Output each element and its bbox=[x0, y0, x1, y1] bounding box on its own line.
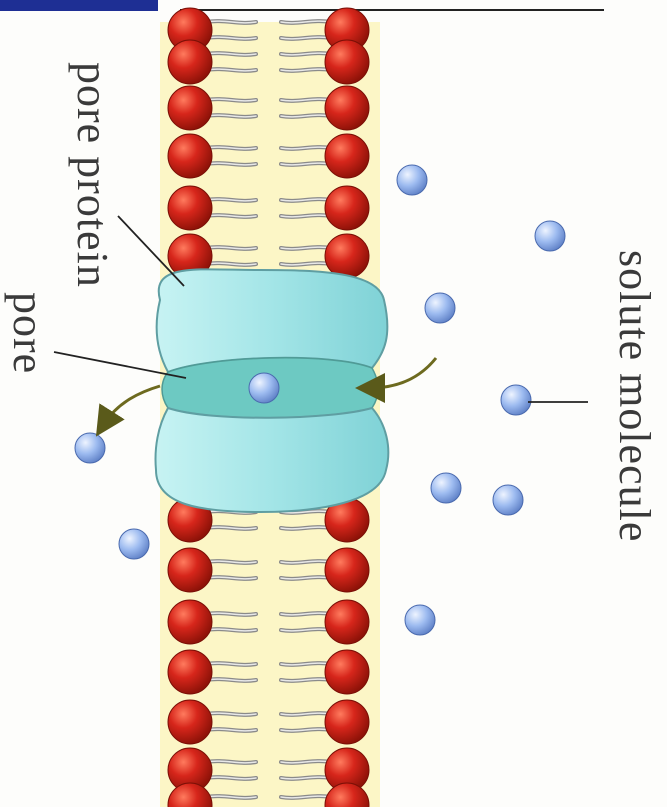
lipid-head-inner-leaflet bbox=[325, 234, 369, 278]
solute-molecule bbox=[405, 605, 435, 635]
lipid-head-inner-leaflet bbox=[325, 86, 369, 130]
lipid-head-inner-leaflet bbox=[325, 650, 369, 694]
solute-molecule bbox=[535, 221, 565, 251]
lipid-head-outer-leaflet bbox=[168, 86, 212, 130]
solute-molecule bbox=[501, 385, 531, 415]
lipid-head-inner-leaflet bbox=[325, 600, 369, 644]
lipid-head-inner-leaflet bbox=[325, 40, 369, 84]
lipid-head-outer-leaflet bbox=[168, 548, 212, 592]
solute-molecule bbox=[397, 165, 427, 195]
lipid-head-inner-leaflet bbox=[325, 186, 369, 230]
pore-label: pore bbox=[6, 292, 50, 374]
solute-molecule bbox=[425, 293, 455, 323]
pore-protein-label: pore protein bbox=[70, 62, 114, 288]
solute-molecule bbox=[119, 529, 149, 559]
lipid-head-outer-leaflet bbox=[168, 186, 212, 230]
lipid-head-outer-leaflet bbox=[168, 134, 212, 178]
pore-protein-upper-half bbox=[157, 269, 388, 372]
solute-molecule-label: solute molecule bbox=[612, 250, 656, 542]
lipid-head-outer-leaflet bbox=[168, 600, 212, 644]
solute-molecule bbox=[75, 433, 105, 463]
top-rule-line bbox=[180, 9, 604, 11]
lipid-head-outer-leaflet bbox=[168, 40, 212, 84]
solute-molecule bbox=[431, 473, 461, 503]
lipid-head-inner-leaflet bbox=[325, 548, 369, 592]
solute-molecule bbox=[493, 485, 523, 515]
lipid-head-outer-leaflet bbox=[168, 650, 212, 694]
lipid-head-outer-leaflet bbox=[168, 700, 212, 744]
lipid-head-inner-leaflet bbox=[325, 134, 369, 178]
lipid-head-inner-leaflet bbox=[325, 700, 369, 744]
top-bar-blue bbox=[0, 0, 158, 11]
solute-exit-arrow bbox=[104, 386, 160, 424]
solute-molecule bbox=[249, 373, 279, 403]
pore-protein-lower-half bbox=[156, 408, 389, 512]
